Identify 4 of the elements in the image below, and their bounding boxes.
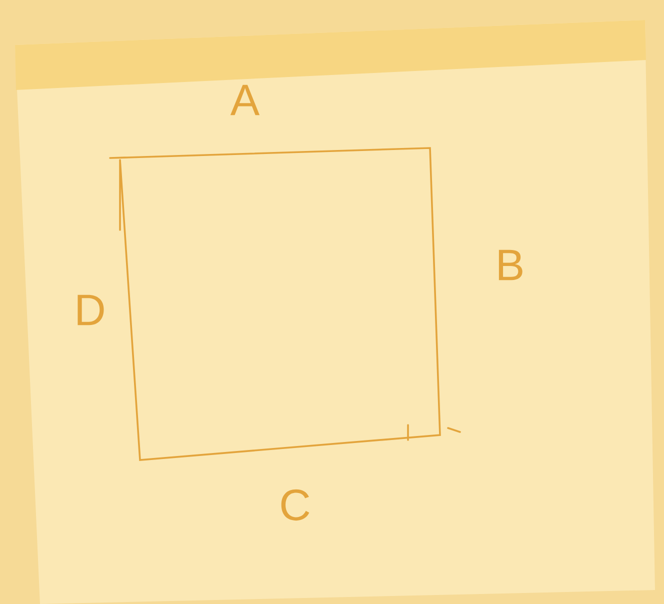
- letter-label: C: [281, 489, 310, 521]
- letter-label: D: [78, 294, 104, 326]
- letter-label: B: [498, 250, 522, 280]
- letter-label: A: [230, 84, 260, 116]
